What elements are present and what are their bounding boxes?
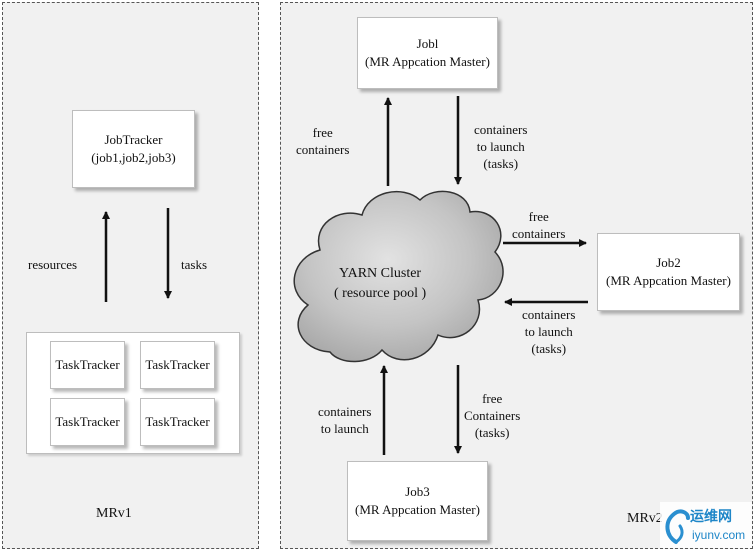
job2-title: Job2 — [656, 255, 681, 270]
watermark: 运维网 iyunv.com — [660, 502, 752, 548]
cluster-title: YARN Cluster — [339, 266, 422, 281]
yarn-cluster-cloud — [293, 190, 504, 363]
job2-free-containers-label: free containers — [512, 208, 565, 242]
job1-title: Jobl — [416, 36, 439, 51]
tasktracker-3: TaskTracker — [50, 398, 125, 446]
job1-launch-label-line3: (tasks) — [483, 156, 519, 171]
tasktracker-2: TaskTracker — [140, 341, 215, 389]
job1-subtitle: (MR Appcation Master) — [365, 54, 490, 69]
job1-free-label-line1: free — [312, 125, 333, 140]
job3-free-label-line2: Containers — [464, 408, 521, 423]
job1-containers-to-launch-label: containers to launch (tasks) — [474, 121, 527, 172]
job2-launch-label-line2: to launch — [524, 324, 573, 339]
resources-label: resources — [28, 257, 78, 272]
jobtracker-title: JobTracker — [104, 132, 163, 147]
job2-free-label-line2: containers — [512, 226, 566, 241]
watermark-text: iyunv.com — [692, 528, 746, 542]
job2-subtitle: (MR Appcation Master) — [606, 273, 731, 288]
job3-launch-label-line2: to launch — [320, 421, 369, 436]
job1-launch-label-line2: to launch — [476, 139, 525, 154]
cluster-subtitle: ( resource pool ) — [334, 286, 427, 301]
tasktracker-4-label: TaskTracker — [145, 414, 210, 429]
job2-box: Job2 (MR Appcation Master) — [597, 233, 740, 311]
jobtracker-jobs: (job1,job2,job3) — [91, 150, 176, 165]
job1-free-label-line2: containers — [296, 142, 350, 157]
job3-box: Job3 (MR Appcation Master) — [347, 461, 488, 541]
job3-free-label-line1: free — [482, 391, 503, 406]
mrv1-panel — [2, 2, 259, 549]
mrv2-title: MRv2 — [627, 511, 663, 526]
mrv1-title: MRv1 — [96, 506, 132, 521]
job3-title: Job3 — [405, 484, 430, 499]
watermark-cn: 运维网 — [690, 509, 732, 525]
tasktracker-3-label: TaskTracker — [55, 414, 120, 429]
job2-launch-label-line1: containers — [522, 307, 576, 322]
cluster-label: YARN Cluster ( resource pool ) — [334, 264, 426, 304]
job3-subtitle: (MR Appcation Master) — [355, 502, 480, 517]
tasks-label: tasks — [181, 257, 207, 272]
job1-launch-label-line1: containers — [474, 122, 528, 137]
tasktracker-1-label: TaskTracker — [55, 357, 120, 372]
job3-launch-label-line1: containers — [318, 404, 372, 419]
job1-box: Jobl (MR Appcation Master) — [357, 17, 498, 89]
job1-free-containers-label: free containers — [296, 124, 349, 158]
tasktracker-2-label: TaskTracker — [145, 357, 210, 372]
tasktracker-1: TaskTracker — [50, 341, 125, 389]
jobtracker-box: JobTracker (job1,job2,job3) — [72, 110, 195, 188]
job3-free-label-line3: (tasks) — [474, 425, 510, 440]
job2-launch-label-line3: (tasks) — [531, 341, 567, 356]
job3-free-containers-label: free Containers (tasks) — [464, 390, 520, 441]
tasktracker-4: TaskTracker — [140, 398, 215, 446]
watermark-logo-icon — [665, 509, 690, 544]
job3-containers-to-launch-label: containers to launch — [318, 403, 371, 437]
job2-containers-to-launch-label: containers to launch (tasks) — [522, 306, 575, 357]
job2-free-label-line1: free — [528, 209, 549, 224]
